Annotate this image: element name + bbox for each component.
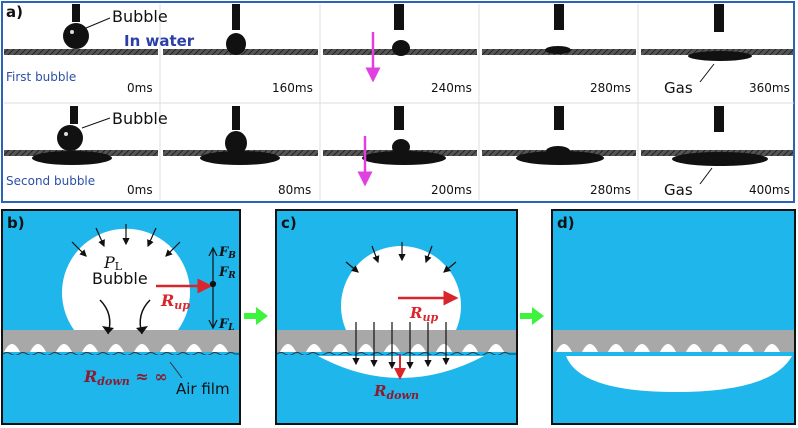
row1-bubbles bbox=[63, 4, 752, 61]
force-l-label: F bbox=[218, 317, 229, 332]
row2-time-3: 280ms bbox=[590, 183, 631, 197]
row1-time-1: 160ms bbox=[272, 81, 313, 95]
row2-name: Second bubble bbox=[6, 174, 95, 188]
force-r-label: F bbox=[218, 265, 229, 280]
panel-a-photo-sequence bbox=[1, 1, 795, 203]
row1-gas-label: Gas bbox=[664, 79, 693, 97]
row2-gas-label: Gas bbox=[664, 181, 693, 199]
surface-pillars-b bbox=[4, 344, 228, 352]
row1-time-3: 280ms bbox=[590, 81, 631, 95]
bubble-label-b: Bubble bbox=[92, 269, 148, 288]
force-l-sub: L bbox=[227, 323, 234, 333]
photo-frames bbox=[4, 4, 794, 200]
bubble2-80ms bbox=[225, 131, 247, 155]
gas-400ms bbox=[672, 152, 768, 166]
r-down-label-c: R bbox=[373, 382, 386, 400]
row2-time-1: 80ms bbox=[278, 183, 311, 197]
force-r-sub: R bbox=[227, 271, 236, 281]
svg-text:Rup: Rup bbox=[409, 304, 438, 324]
bubble2-0ms bbox=[57, 125, 83, 151]
row2-time-4: 400ms bbox=[749, 183, 790, 197]
gas-layer-d bbox=[566, 356, 792, 392]
r-up-label-c: R bbox=[409, 304, 422, 322]
row1-name: First bubble bbox=[6, 70, 76, 84]
bubble-label-row1: Bubble bbox=[112, 7, 168, 26]
svg-text:FB: FB bbox=[218, 245, 236, 261]
svg-text:FR: FR bbox=[218, 265, 236, 281]
bubble-160ms bbox=[226, 33, 246, 55]
label-pointers bbox=[81, 17, 715, 185]
bubble-240ms bbox=[392, 40, 410, 56]
svg-text:Rdown ≈ ∞: Rdown ≈ ∞ bbox=[83, 367, 168, 388]
panel-d bbox=[551, 209, 796, 425]
r-down-value-b: ≈ ∞ bbox=[130, 367, 168, 386]
air-film-label: Air film bbox=[176, 380, 230, 398]
green-arrow-1 bbox=[244, 307, 268, 325]
force-b-sub: B bbox=[227, 251, 236, 261]
row2-time-0: 0ms bbox=[127, 183, 153, 197]
row1-time-2: 240ms bbox=[431, 81, 472, 95]
r-down-sub-b: down bbox=[97, 375, 130, 388]
r-down-label-b: R bbox=[83, 367, 97, 386]
panel-d-label: d) bbox=[557, 214, 575, 232]
panel-c-label: c) bbox=[281, 214, 297, 232]
row2-time-2: 200ms bbox=[431, 183, 472, 197]
svg-text:PL: PL bbox=[103, 253, 123, 273]
r-up-sub-c: up bbox=[422, 311, 438, 324]
r-up-sub-b: up bbox=[174, 299, 190, 312]
row2-bubbles bbox=[32, 106, 768, 166]
bubble-0ms bbox=[63, 23, 89, 49]
panel-c bbox=[275, 209, 518, 425]
pressure-label: P bbox=[103, 253, 115, 272]
r-down-sub-c: down bbox=[386, 389, 419, 402]
r-up-label-b: R bbox=[160, 291, 174, 310]
bubble-b bbox=[62, 228, 191, 330]
force-b-label: F bbox=[218, 245, 229, 260]
panel-b bbox=[1, 209, 241, 425]
row1-time-4: 360ms bbox=[749, 81, 790, 95]
bubble-280ms bbox=[545, 46, 571, 54]
svg-text:FL: FL bbox=[218, 317, 235, 333]
panel-a-label: a) bbox=[6, 3, 23, 21]
bubble-c bbox=[341, 246, 461, 330]
row1-time-0: 0ms bbox=[127, 81, 153, 95]
bubble2-280ms bbox=[546, 146, 570, 156]
green-arrow-2 bbox=[520, 307, 544, 325]
force-diagram bbox=[208, 246, 218, 330]
gas-360ms bbox=[688, 51, 752, 61]
bubble2-200ms bbox=[392, 139, 410, 155]
svg-text:Rup: Rup bbox=[160, 291, 190, 312]
air-film-b bbox=[2, 352, 239, 356]
bubble-label-row2: Bubble bbox=[112, 109, 168, 128]
in-water-label: In water bbox=[124, 32, 195, 50]
svg-text:Rdown: Rdown bbox=[373, 382, 419, 402]
panel-b-label: b) bbox=[7, 214, 25, 232]
pressure-sub: L bbox=[115, 260, 123, 273]
